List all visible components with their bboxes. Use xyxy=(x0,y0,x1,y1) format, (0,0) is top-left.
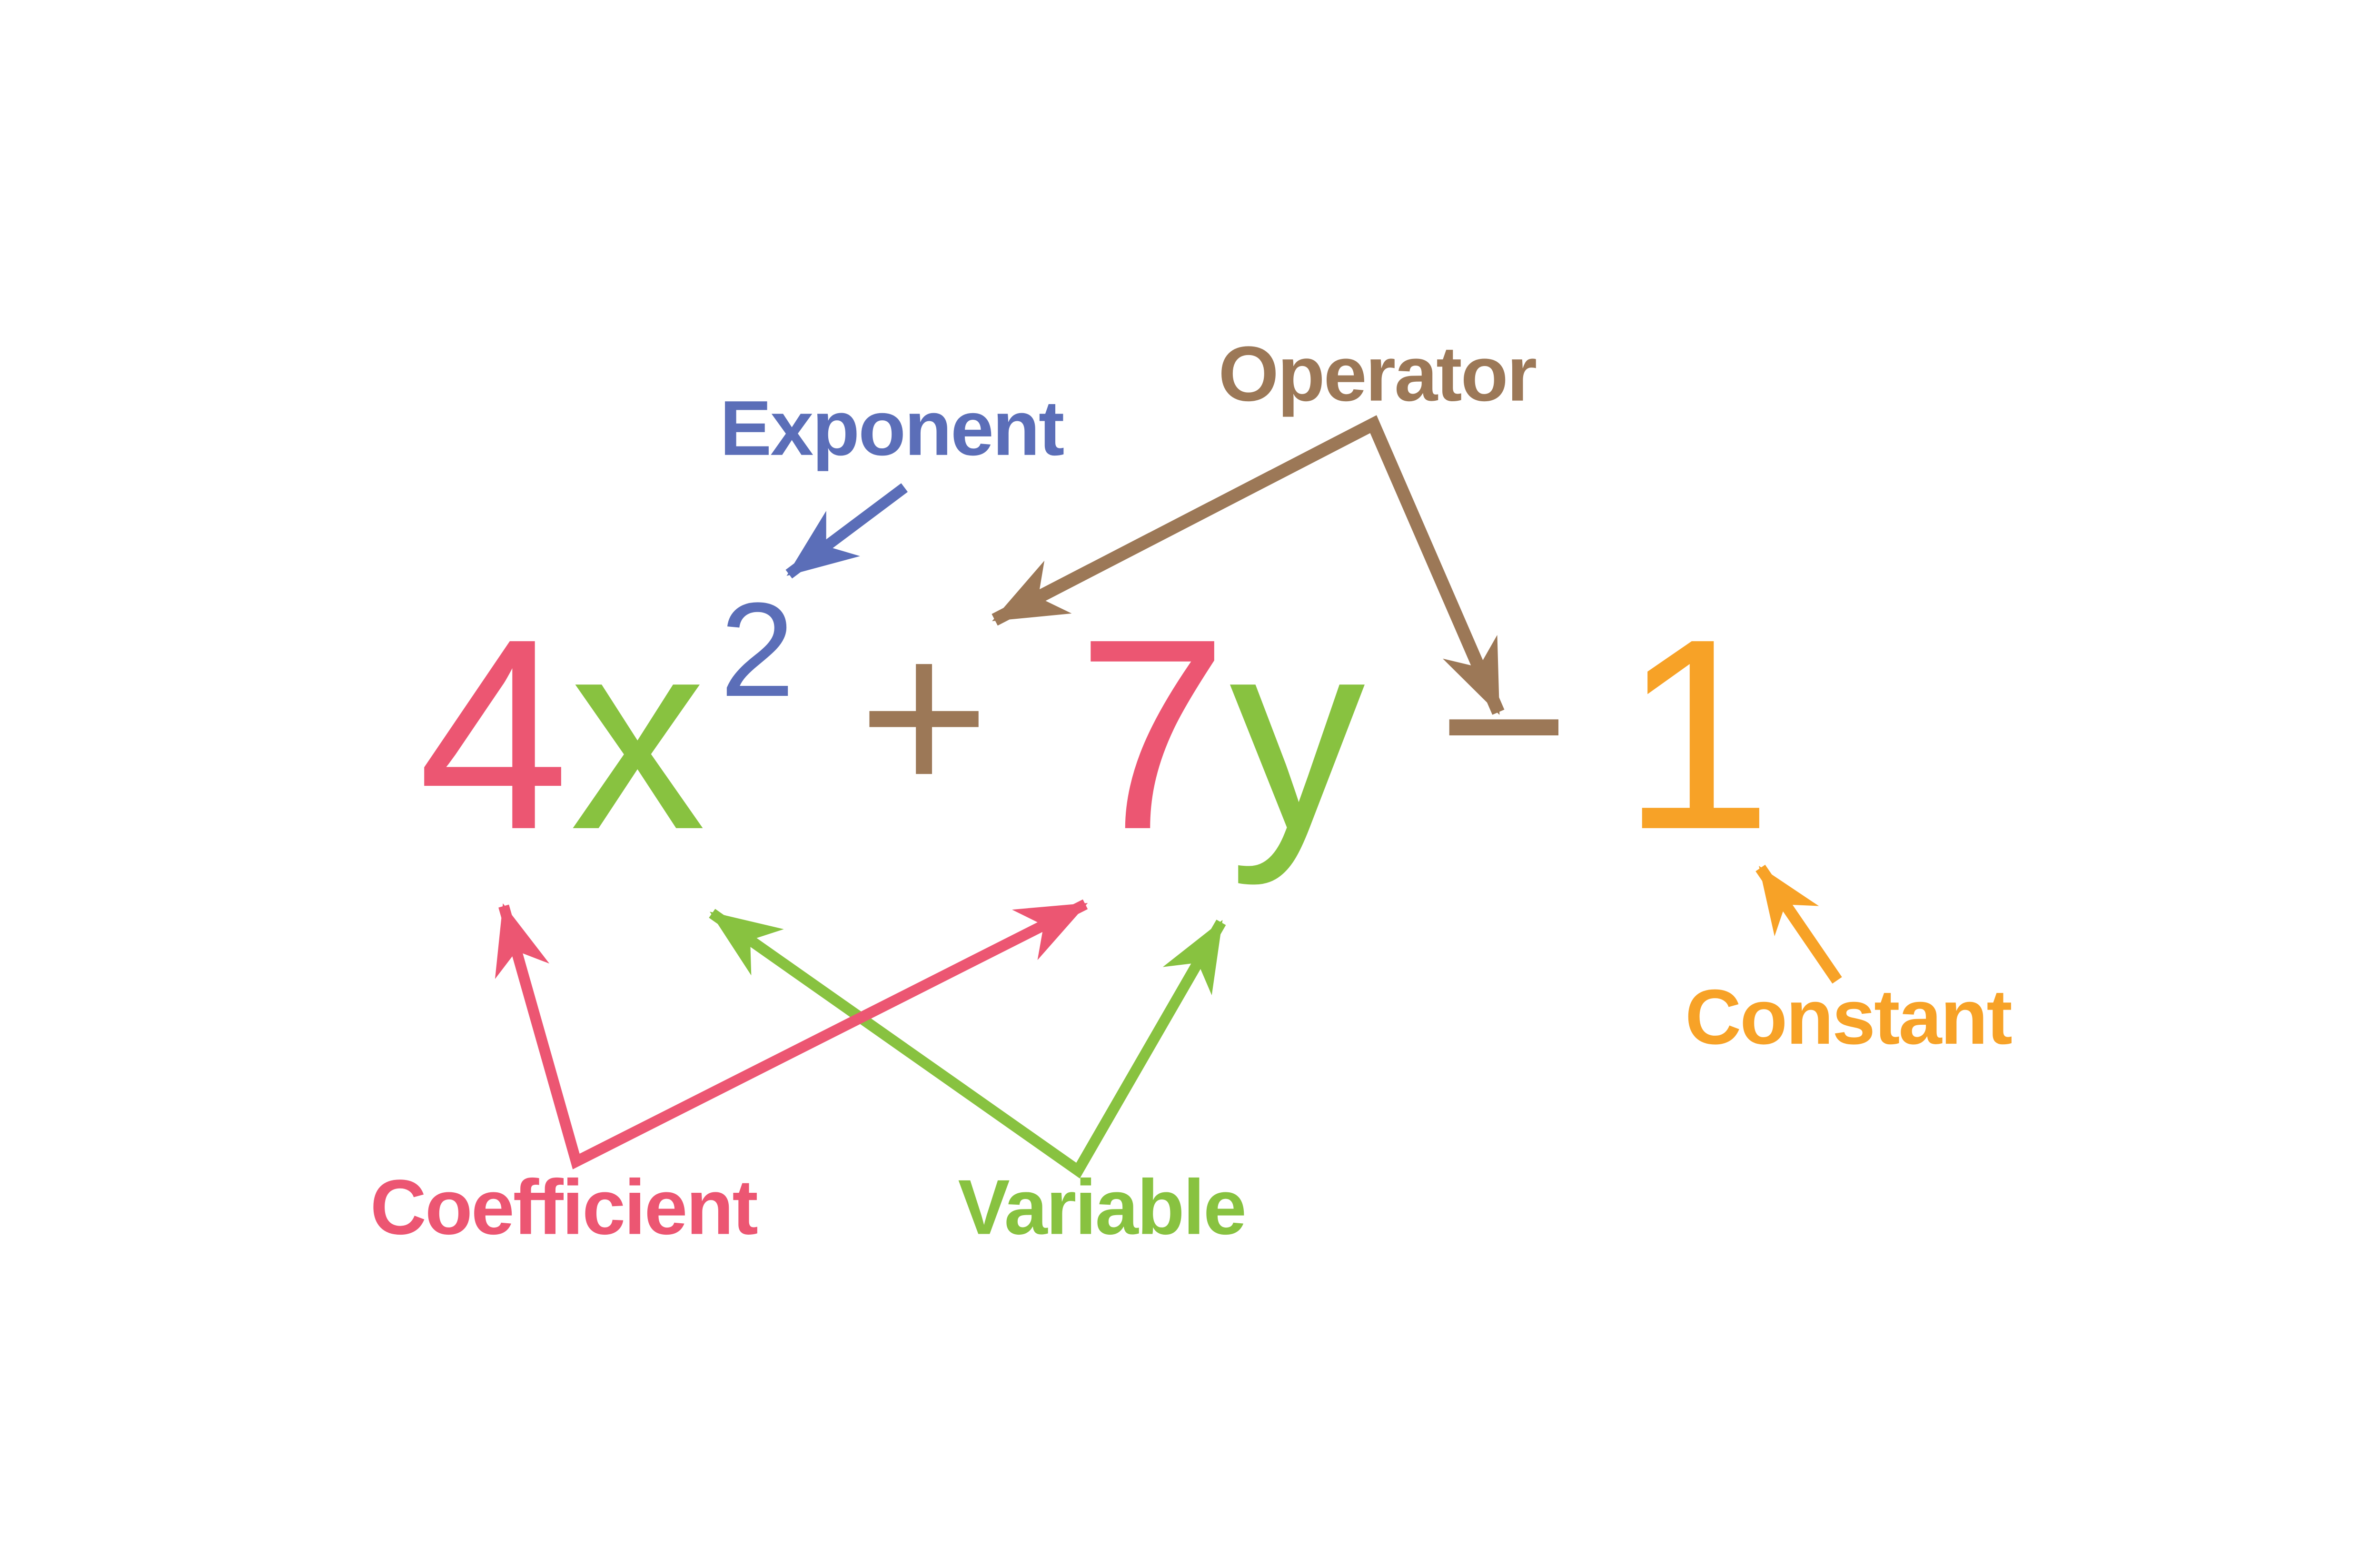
exponent-2: 2 xyxy=(720,574,795,724)
constant-label: Constant xyxy=(1685,973,2012,1060)
exponent-label: Exponent xyxy=(720,385,1064,472)
constant-1: 1 xyxy=(1621,582,1773,886)
variable-label: Variable xyxy=(958,1164,1245,1251)
variable-x: x xyxy=(570,582,705,886)
exponent-arrow-icon xyxy=(785,483,908,579)
minus-operator: − xyxy=(1438,599,1569,850)
constant-arrow-icon xyxy=(1755,864,1842,984)
coefficient-7: 7 xyxy=(1077,582,1228,886)
variable-fork-arrow-icon xyxy=(709,909,1226,1179)
coefficient-fork-arrow-icon xyxy=(495,899,1088,1169)
variable-y: y xyxy=(1230,582,1365,888)
operator-fork-arrow-icon xyxy=(992,415,1505,715)
coefficient-label: Coefficient xyxy=(370,1164,758,1251)
operator-label: Operator xyxy=(1218,330,1536,417)
coefficient-4: 4 xyxy=(418,582,569,886)
plus-operator: + xyxy=(858,591,990,842)
